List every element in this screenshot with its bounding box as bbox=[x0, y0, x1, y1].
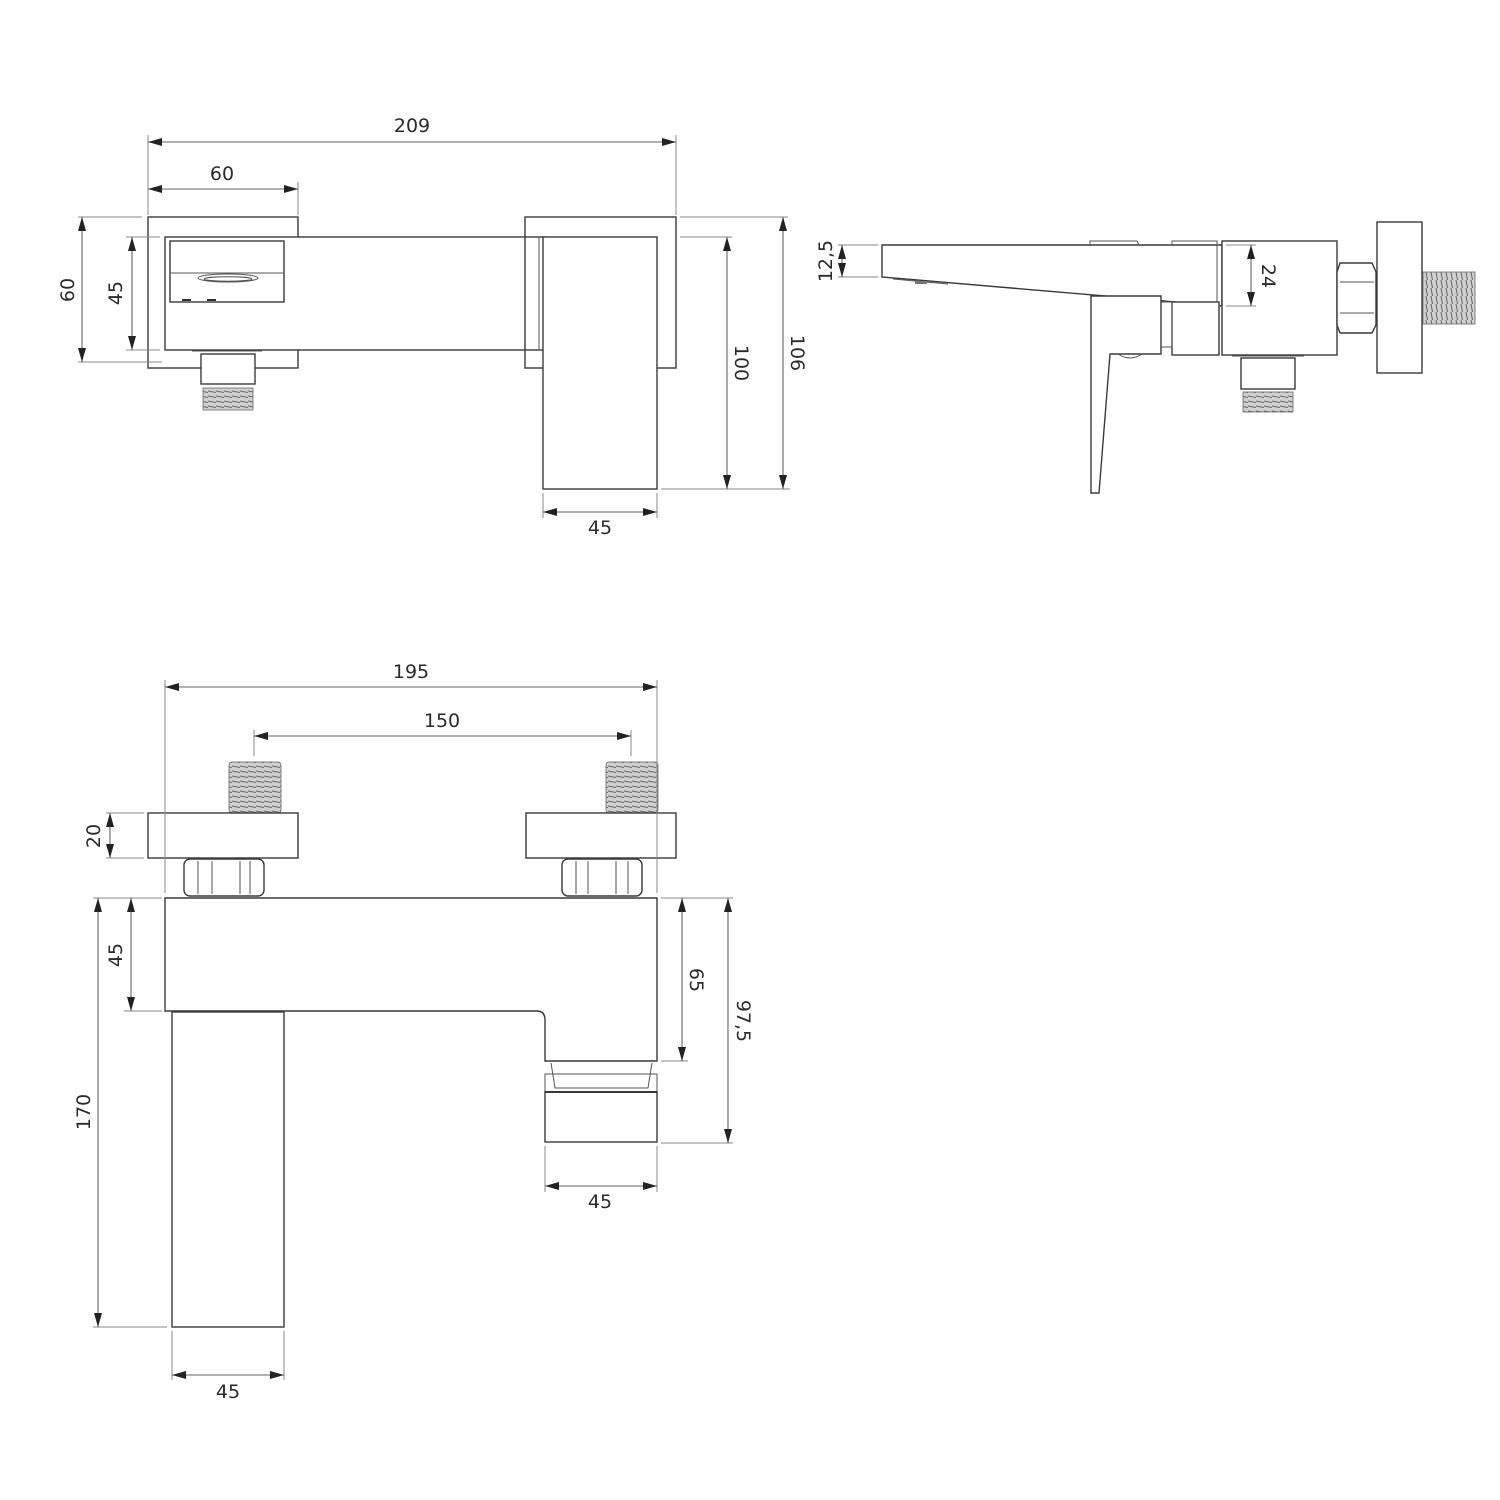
wall-inlet-thread bbox=[1422, 271, 1476, 325]
dim-label-150: 150 bbox=[424, 710, 460, 732]
dim-label-45-spout-front: 45 bbox=[588, 1191, 612, 1213]
indicator-mark-left bbox=[182, 299, 191, 301]
lever-handle-front bbox=[171, 1011, 285, 1328]
front-view: 195 150 20 45 170 45 bbox=[73, 661, 754, 1403]
dim-label-60-vertical: 60 bbox=[57, 278, 79, 302]
bottom-outlet-connector bbox=[1240, 357, 1296, 390]
arrow-icon bbox=[779, 475, 787, 489]
hex-nut-icon bbox=[1336, 262, 1377, 334]
dim-label-170: 170 bbox=[73, 1094, 95, 1130]
spout-outlet-block bbox=[544, 1091, 658, 1143]
arrow-icon bbox=[106, 844, 114, 858]
arrow-icon bbox=[106, 813, 114, 827]
dim-label-45-handle: 45 bbox=[216, 1381, 240, 1403]
arrow-icon bbox=[643, 1182, 657, 1190]
aerator-cup bbox=[550, 1062, 653, 1089]
dim-label-209: 209 bbox=[394, 115, 430, 137]
arrow-icon bbox=[128, 336, 136, 350]
dim-label-60-horizontal: 60 bbox=[210, 163, 234, 185]
arrow-icon bbox=[617, 732, 631, 740]
dim-label-106: 106 bbox=[786, 335, 808, 371]
indicator-mark-right bbox=[207, 299, 216, 301]
dim-label-195: 195 bbox=[393, 661, 429, 683]
arrow-icon bbox=[148, 138, 162, 146]
arrow-icon bbox=[284, 185, 298, 193]
arrow-icon bbox=[678, 1047, 686, 1061]
bottom-outlet-thread bbox=[1242, 391, 1294, 413]
arrow-icon bbox=[723, 475, 731, 489]
dim-label-45-bar: 45 bbox=[105, 281, 127, 305]
arrow-icon bbox=[254, 732, 268, 740]
cartridge-neck bbox=[1160, 301, 1173, 348]
inlet-thread-left bbox=[228, 761, 282, 814]
arrow-icon bbox=[662, 138, 676, 146]
arrow-icon bbox=[148, 185, 162, 193]
lever-pivot-icon bbox=[1117, 353, 1143, 359]
main-bar bbox=[164, 236, 546, 351]
wall-flange-right bbox=[525, 812, 677, 859]
dim-label-45-body: 45 bbox=[105, 943, 127, 967]
arrow-icon bbox=[779, 217, 787, 231]
hex-nut-right bbox=[561, 858, 643, 897]
arrow-icon bbox=[724, 1129, 732, 1143]
arrow-icon bbox=[723, 237, 731, 251]
dim-label-12-5: 12,5 bbox=[815, 240, 837, 282]
arrow-icon bbox=[543, 508, 557, 516]
dim-label-20: 20 bbox=[83, 824, 105, 848]
arrow-icon bbox=[172, 1371, 186, 1379]
top-tab-left bbox=[1089, 240, 1140, 246]
handle-grip-mark bbox=[915, 281, 927, 284]
dim-label-45-spout-top: 45 bbox=[588, 517, 612, 539]
control-box bbox=[169, 240, 285, 303]
cartridge-collar bbox=[1171, 301, 1220, 356]
arrow-icon bbox=[1247, 245, 1255, 259]
aerator-inner-icon bbox=[203, 276, 253, 282]
arrow-icon bbox=[643, 508, 657, 516]
arrow-icon bbox=[545, 1182, 559, 1190]
aerator-ring bbox=[544, 1073, 658, 1093]
top-view: 209 60 60 45 100 106 bbox=[57, 115, 808, 539]
mixer-body-block bbox=[1221, 240, 1338, 356]
arrow-icon bbox=[128, 237, 136, 251]
outlet-thread bbox=[202, 387, 254, 411]
arrow-icon bbox=[724, 898, 732, 912]
arrow-icon bbox=[165, 683, 179, 691]
arrow-icon bbox=[270, 1371, 284, 1379]
wall-flange-side bbox=[1376, 221, 1423, 374]
arrow-icon bbox=[678, 898, 686, 912]
spout-body bbox=[542, 236, 658, 490]
arrow-icon bbox=[838, 263, 846, 277]
dim-label-97-5: 97,5 bbox=[732, 1000, 754, 1042]
hex-nut-left bbox=[183, 858, 265, 897]
arrow-icon bbox=[643, 683, 657, 691]
outlet-connector bbox=[200, 353, 256, 385]
arrow-icon bbox=[78, 348, 86, 362]
lever-stem bbox=[1090, 295, 1162, 494]
wall-flange-left bbox=[147, 812, 299, 859]
aerator-icon bbox=[197, 273, 259, 283]
lever-handle bbox=[881, 244, 1223, 307]
inlet-thread-right bbox=[605, 761, 659, 814]
arrow-icon bbox=[78, 217, 86, 231]
arrow-icon bbox=[94, 1313, 102, 1327]
arrow-icon bbox=[838, 245, 846, 259]
arrow-icon bbox=[94, 898, 102, 912]
side-view: 12,5 24 bbox=[815, 221, 1476, 494]
dim-label-100: 100 bbox=[730, 345, 752, 381]
arrow-icon bbox=[127, 898, 135, 912]
arrow-icon bbox=[1247, 292, 1255, 306]
arrow-icon bbox=[127, 997, 135, 1011]
mixer-body-front bbox=[164, 897, 658, 1062]
dim-label-24: 24 bbox=[1257, 264, 1279, 288]
dim-label-65: 65 bbox=[685, 968, 707, 992]
